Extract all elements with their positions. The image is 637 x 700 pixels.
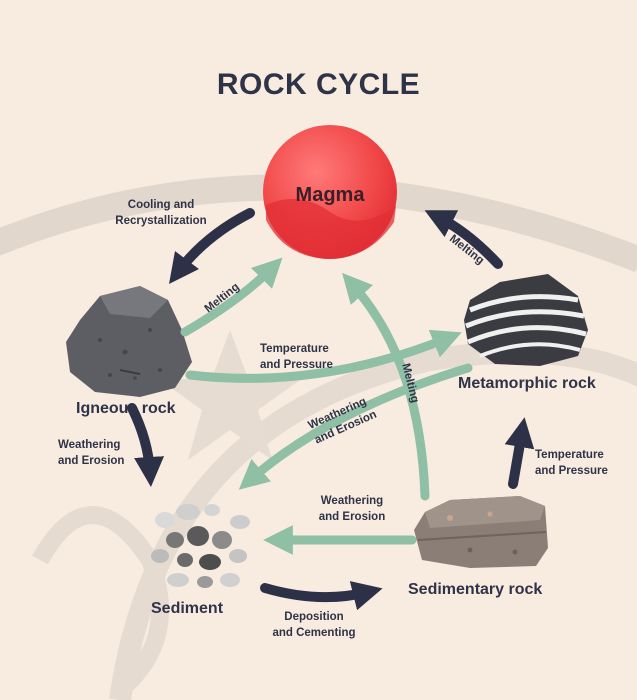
igneous-rock-shape bbox=[66, 286, 192, 397]
igneous-rock-label: Igneous rock bbox=[76, 400, 176, 418]
metamorphic-rock-shape bbox=[464, 274, 588, 366]
arrow-temp-pressure-sedimentary bbox=[513, 432, 522, 484]
arrow-deposition bbox=[265, 588, 368, 597]
sedimentary-rock-label: Sedimentary rock bbox=[408, 581, 542, 599]
page-title: ROCK CYCLE bbox=[0, 68, 637, 102]
magma-label: Magma bbox=[265, 184, 395, 207]
sedimentary-rock-shape bbox=[414, 496, 548, 568]
metamorphic-rock-label: Metamorphic rock bbox=[458, 375, 596, 393]
sediment-label: Sediment bbox=[151, 600, 223, 618]
